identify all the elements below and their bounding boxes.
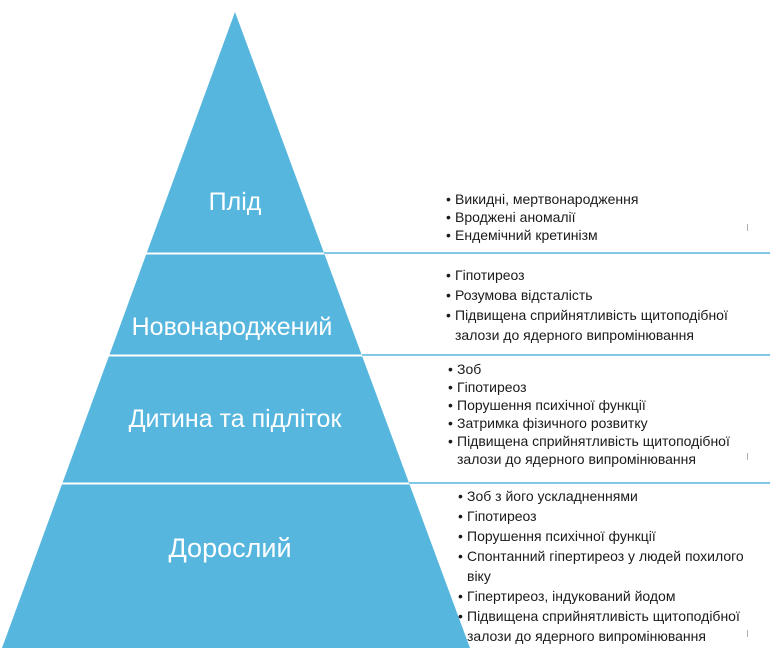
effect-item: Порушення психічної функції (458, 526, 758, 546)
effect-item: Підвищена сприйнятливість щитоподібної з… (458, 606, 758, 646)
decorative-tick (747, 224, 748, 231)
effects-list-fetus: Викидні, мертвонародження Вроджені анома… (446, 190, 746, 244)
effect-item: Викидні, мертвонародження (446, 190, 746, 208)
effect-item: Гіпотиреоз (458, 506, 758, 526)
effects-list-adult: Зоб з його ускладненнями Гіпотиреоз Пору… (458, 486, 758, 646)
stage-label-child-teen: Дитина та підліток (128, 405, 342, 433)
effect-item: Розумова відсталість (446, 285, 758, 305)
effects-list-newborn: Гіпотиреоз Розумова відсталість Підвищен… (446, 265, 758, 345)
effect-item: Підвищена сприйнятливість щитоподібної з… (448, 432, 760, 468)
effect-item: Зоб (448, 360, 760, 378)
stage-label-newborn: Новонароджений (131, 313, 333, 341)
effect-item: Ендемічний кретинізм (446, 226, 746, 244)
effect-item: Затримка фізичного розвитку (448, 414, 760, 432)
pyramid-shape (2, 12, 470, 648)
decorative-tick (747, 453, 748, 460)
stage-label-fetus: Плід (208, 188, 262, 216)
effect-item: Вроджені аномалії (446, 208, 746, 226)
effect-item: Зоб з його ускладненнями (458, 486, 758, 506)
effect-item: Підвищена сприйнятливість щитоподібної з… (446, 305, 758, 345)
effect-item: Спонтанний гіпертиреоз у людей похилого … (458, 546, 758, 586)
effect-item: Гіпотиреоз (448, 378, 760, 396)
effects-list-child-teen: Зоб Гіпотиреоз Порушення психічної функц… (448, 360, 760, 468)
stage-label-adult: Дорослий (168, 533, 292, 563)
effect-item: Порушення психічної функції (448, 396, 760, 414)
decorative-tick (747, 630, 748, 637)
effect-item: Гіпертиреоз, індукований йодом (458, 586, 758, 606)
effect-item: Гіпотиреоз (446, 265, 758, 285)
